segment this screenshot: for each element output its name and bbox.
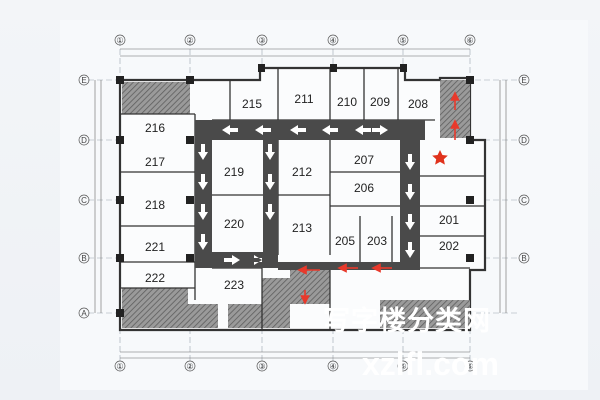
room-220: 220 <box>224 217 244 231</box>
room-205: 205 <box>335 234 355 248</box>
room-210: 210 <box>337 95 357 109</box>
col-axis-4: ④ <box>329 36 336 45</box>
row-axis-b-right: B <box>521 254 526 263</box>
you-are-here-star-icon <box>432 150 448 165</box>
row-axis-c-right: C <box>521 196 527 205</box>
watermark-url: xzlfl.com <box>362 346 499 382</box>
room-217: 217 <box>145 155 165 169</box>
room-219: 219 <box>224 165 244 179</box>
evacuation-corridor <box>195 120 425 270</box>
col-axis-6-bottom: ⑥ <box>466 362 473 371</box>
evacuation-arrows <box>198 125 415 265</box>
room-211: 211 <box>294 92 313 106</box>
room-203: 203 <box>367 234 387 248</box>
room-221: 221 <box>145 240 165 254</box>
room-213: 213 <box>292 221 312 235</box>
room-222: 222 <box>145 271 165 285</box>
room-216: 216 <box>145 121 165 135</box>
col-axis-1-bottom: ① <box>116 362 123 371</box>
row-axis-d: D <box>81 136 87 145</box>
room-206: 206 <box>354 181 374 195</box>
col-axis-4-bottom: ④ <box>329 362 336 371</box>
col-axis-3-bottom: ③ <box>258 362 265 371</box>
watermark-cn: 写字楼分类网 <box>323 305 491 337</box>
row-axis-e: E <box>81 76 86 85</box>
row-axis-b: B <box>81 254 86 263</box>
col-axis-2-bottom: ② <box>186 362 193 371</box>
col-axis-6: ⑥ <box>466 36 473 45</box>
structural-columns <box>116 64 474 317</box>
evacuation-arrow-icon <box>222 125 238 135</box>
room-212: 212 <box>292 165 312 179</box>
row-axis-e-right: E <box>521 76 526 85</box>
room-202: 202 <box>439 239 459 253</box>
col-axis-3: ③ <box>258 36 265 45</box>
room-209: 209 <box>370 95 390 109</box>
dimension-lines <box>94 48 507 359</box>
col-axis-5: ⑤ <box>399 36 406 45</box>
col-axis-5-bottom: ⑤ <box>399 362 406 371</box>
row-axis-a: A <box>81 309 87 318</box>
col-axis-2: ② <box>186 36 193 45</box>
room-223: 223 <box>224 278 244 292</box>
col-axis-1: ① <box>116 36 123 45</box>
room-207: 207 <box>354 153 374 167</box>
row-axis-c: C <box>81 196 87 205</box>
room-218: 218 <box>145 198 165 212</box>
room-215: 215 <box>242 97 262 111</box>
room-208: 208 <box>408 97 428 111</box>
row-axis-d-right: D <box>521 136 527 145</box>
red-evacuation-arrows <box>297 91 460 305</box>
room-201: 201 <box>439 213 459 227</box>
